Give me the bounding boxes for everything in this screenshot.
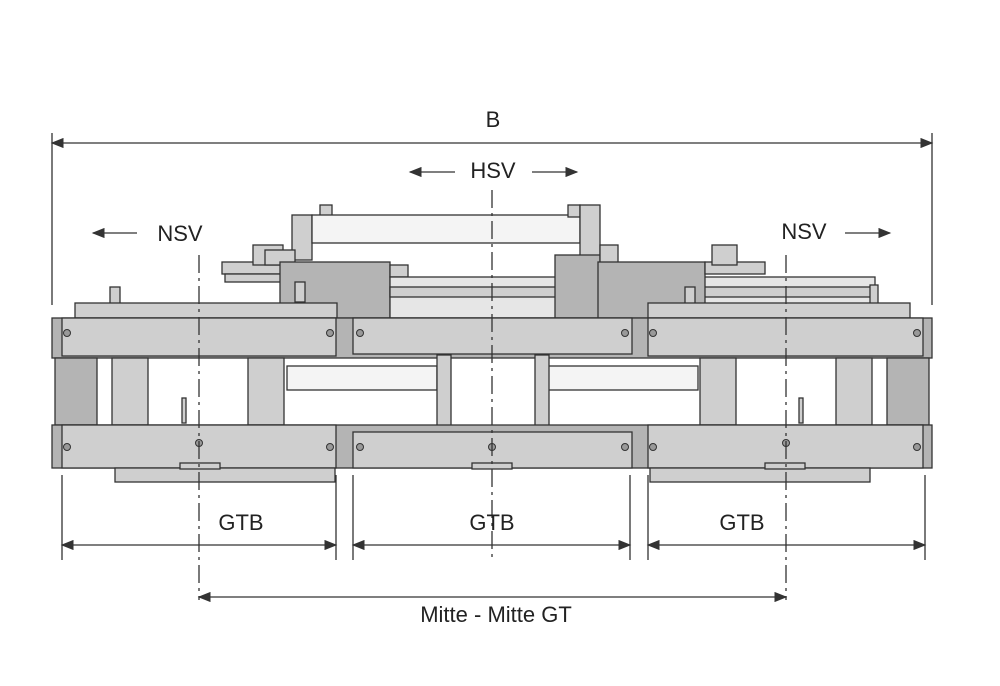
- dimension-label-center-distance: Mitte - Mitte GT: [420, 602, 572, 627]
- dimension-label-nsv-left: NSV: [157, 221, 203, 246]
- dimension-label-gtb-right: GTB: [719, 510, 765, 535]
- dimension-lines: [50, 133, 934, 603]
- dimension-label-hsv: HSV: [470, 158, 516, 183]
- dimension-label-gtb-left: GTB: [218, 510, 264, 535]
- upper-mechanism: [109, 204, 879, 319]
- dimension-label-gtb-center: GTB: [469, 510, 515, 535]
- hydraulic-cylinder: [311, 214, 581, 244]
- dimension-label-nsv-right: NSV: [781, 219, 827, 244]
- dimension-label-b: B: [485, 107, 501, 132]
